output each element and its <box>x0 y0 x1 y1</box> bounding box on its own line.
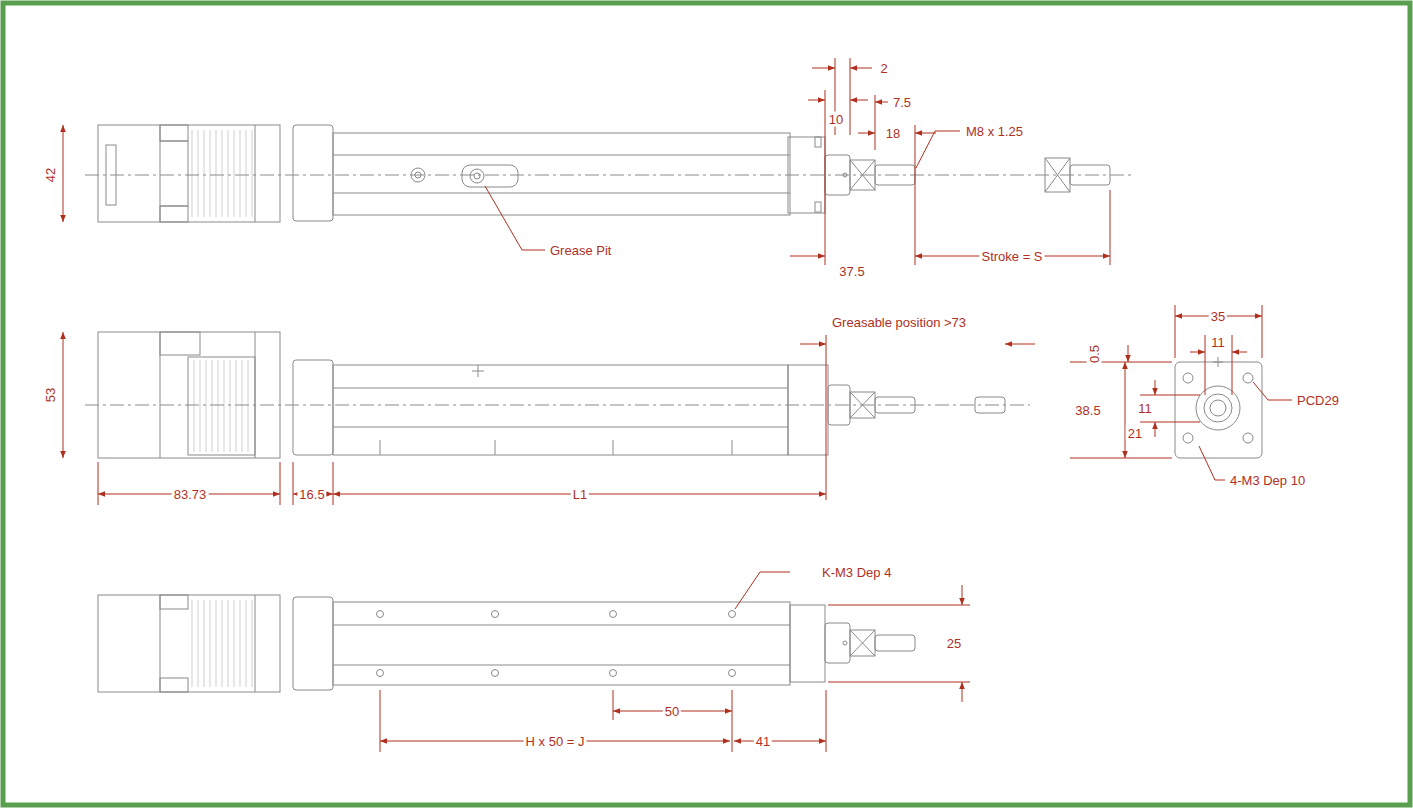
dimension-label: 2 <box>878 61 889 76</box>
dimension-label: 41 <box>754 734 772 749</box>
dimension-label: 18 <box>884 126 902 141</box>
dimension-label: 4-M3 Dep 10 <box>1228 473 1307 488</box>
dimension-label: 83.73 <box>172 487 209 502</box>
dimension-label: 0.5 <box>1087 343 1102 365</box>
dimension-label: 50 <box>663 704 681 719</box>
dimension-label: L1 <box>571 487 589 502</box>
dimension-label: 11 <box>1209 335 1227 350</box>
dimension-label: Stroke = S <box>979 249 1044 264</box>
dimension-label: K-M3 Dep 4 <box>820 565 893 580</box>
dimension-label: 10 <box>827 112 845 127</box>
dimension-label: 53 <box>43 386 58 404</box>
dimension-label: 37.5 <box>837 264 866 279</box>
dimension-label: Grease Pit <box>548 243 613 258</box>
dimension-label: 11 <box>1136 401 1154 416</box>
dimension-label: H x 50 = J <box>524 734 587 749</box>
dimension-label: PCD29 <box>1295 393 1341 408</box>
dimension-label: 25 <box>945 636 963 651</box>
dimension-label: 7.5 <box>891 95 913 110</box>
dimension-label: 21 <box>1126 426 1144 441</box>
dimension-label: 42 <box>43 166 58 184</box>
dimension-label: 16.5 <box>297 487 326 502</box>
dimension-label: 35 <box>1209 309 1227 324</box>
dimension-label: Greasable position >73 <box>830 315 968 330</box>
dimension-label: M8 x 1.25 <box>964 124 1025 139</box>
dimension-label: 38.5 <box>1073 403 1102 418</box>
